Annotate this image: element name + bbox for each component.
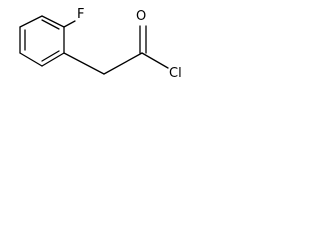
ring-double-bond-bottom bbox=[41, 50, 60, 62]
bond-ring-fluorine bbox=[63, 20, 76, 28]
ring-bond-top-right bbox=[41, 15, 65, 28]
bond-ch2-carbonyl bbox=[103, 52, 143, 75]
ring-bond-top-left bbox=[19, 15, 43, 28]
oxygen-label: O bbox=[136, 9, 146, 24]
fluorine-label: F bbox=[77, 7, 84, 22]
bond-ring-ch2 bbox=[63, 52, 105, 75]
ring-bond-bottom-right bbox=[41, 52, 65, 67]
structure-diagram: F O Cl bbox=[19, 7, 182, 81]
chlorine-label: Cl bbox=[169, 66, 182, 81]
ring-bond-bottom-left bbox=[19, 52, 43, 67]
ring-double-bond-top bbox=[41, 19, 60, 30]
bond-carbonyl-chlorine bbox=[141, 52, 169, 69]
benzene-ring bbox=[19, 15, 65, 67]
